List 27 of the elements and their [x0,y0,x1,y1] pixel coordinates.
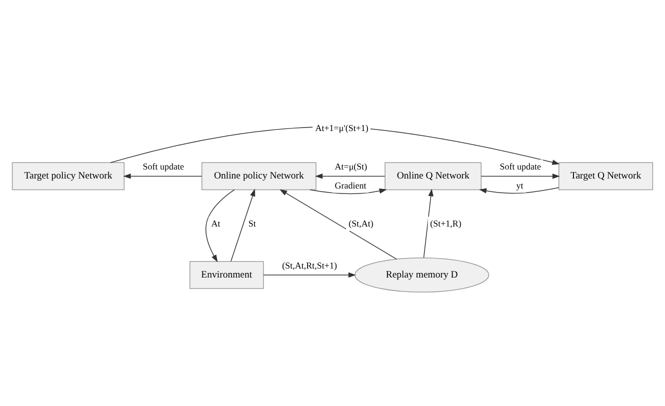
arrow [310,188,387,194]
node-box: Target Q Network [558,162,654,190]
edge-label: At+1=μ'(St+1) [315,122,368,133]
edge-label: At=μ(St) [334,161,368,172]
node-ellipse: Replay memory D [354,257,490,292]
edge-label: (St+1,R) [430,218,462,228]
arrow [423,188,434,258]
arrow [280,188,398,260]
edge-label: (St,At) [348,218,374,228]
edge-label: At [211,218,220,228]
arrow [123,173,202,178]
node-box: Environment [189,260,264,288]
node-box: Online Q Network [384,162,482,190]
edge-label: St [248,218,256,228]
arrow [230,188,256,262]
node-box: Online policy Network [202,162,316,190]
arrow [315,173,386,178]
arrow [479,186,560,194]
arrow [263,272,356,278]
edge-label: Gradient [334,180,366,190]
node-box: Target policy Network [12,162,125,190]
arrow [480,173,560,178]
arrow [206,188,235,262]
edge-label: Soft update [142,161,184,172]
edge-label: (St,At,Rt,St+1) [282,260,338,270]
edge-label: Soft update [500,161,541,172]
edge-label: yt [516,180,524,190]
